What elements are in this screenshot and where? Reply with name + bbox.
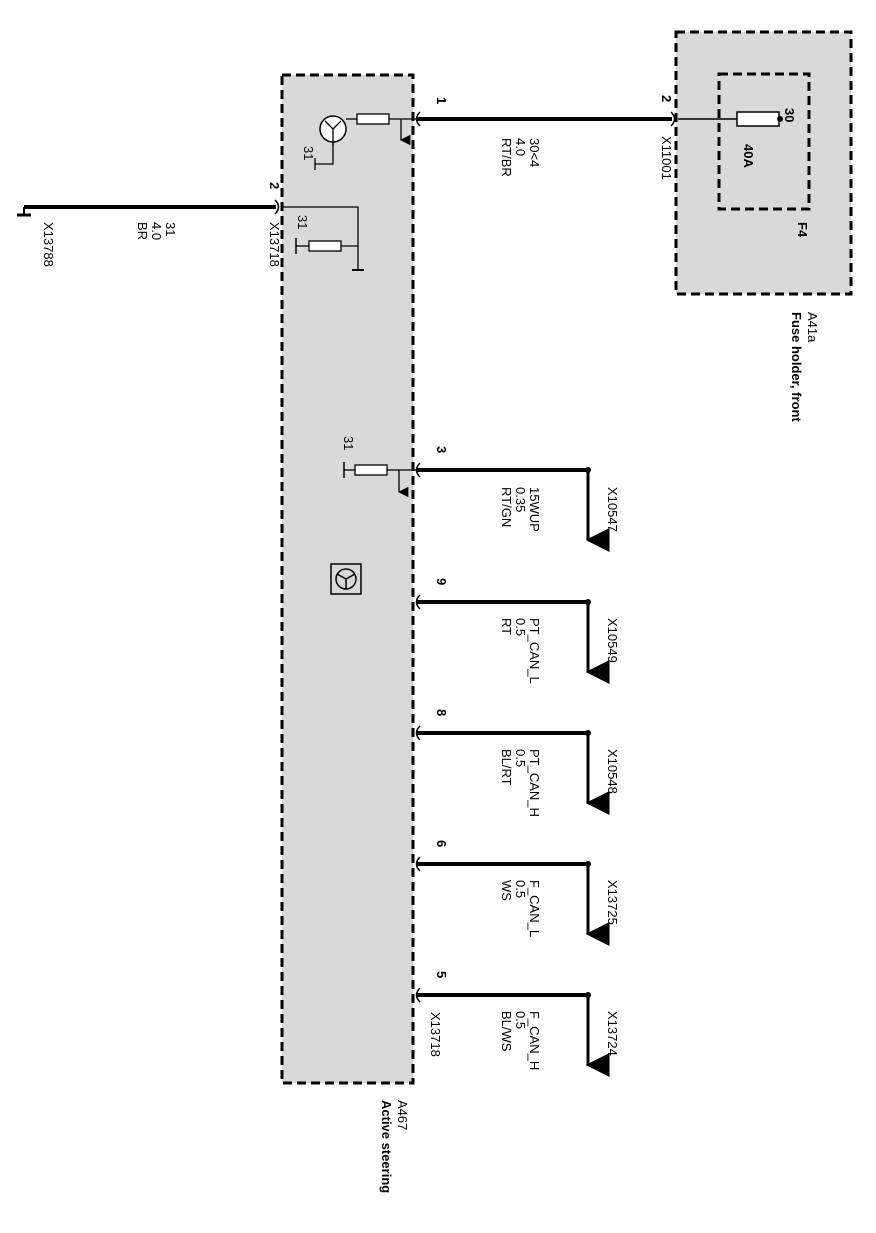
pin-8-terminal-dot: [585, 730, 591, 736]
pin-3-terminal-dot: [585, 467, 591, 473]
pin-2-internal: [282, 206, 359, 270]
pin-3-color: RT/GN: [499, 487, 514, 527]
pin-9-color: RT: [499, 618, 514, 635]
pin-5-signal: F_CAN_H: [527, 1011, 542, 1070]
fuse-holder-name: Fuse holder, front: [789, 312, 804, 422]
resistor-r1: [356, 113, 390, 125]
pin-3-connector: X10547: [605, 487, 620, 532]
pin-5-connector-mark: [415, 987, 421, 1003]
fuse-holder-connector: X11001: [659, 136, 674, 180]
resistor-r3: [354, 464, 388, 476]
pin-6-connector: X13725: [605, 880, 620, 925]
pin-2-color: BR: [135, 222, 150, 240]
pin-5-terminal-dot: [585, 992, 591, 998]
pin-9-connector: X10549: [605, 618, 620, 663]
pin-6-color: WS: [499, 880, 514, 901]
module-name: Active steering: [379, 1100, 394, 1193]
pin-8-number: 8: [434, 709, 449, 716]
steering-wheel-spokes: [336, 573, 356, 589]
pin-3-number: 3: [434, 446, 449, 453]
fuse-element: [736, 111, 780, 127]
pin-2-gauge: 4.0: [149, 222, 164, 240]
pin-5-number: 5: [434, 971, 449, 978]
pin-8-color: BL/RT: [499, 749, 514, 786]
pin-9-terminal-dot: [585, 599, 591, 605]
pin-6-gauge: 0.5: [513, 880, 528, 898]
pin-5-connector: X13724: [605, 1011, 620, 1056]
pin-8-signal: PT_CAN_H: [527, 749, 542, 817]
pin-9-signal: PT_CAN_L: [527, 618, 542, 684]
pin-9-number: 9: [434, 578, 449, 585]
pin-6-signal: F_CAN_L: [527, 880, 542, 937]
internal-ground-label-2: 31: [295, 215, 310, 229]
pin-1-color: RT/BR: [499, 138, 514, 177]
pin-9-connector-mark: [415, 594, 421, 610]
transistor-ground-lead: [314, 142, 334, 170]
fuse-holder-pin-number: 2: [659, 95, 674, 102]
fuse-rating: 40A: [741, 144, 756, 168]
module-connector-label: X13718: [428, 1012, 443, 1057]
fuse-terminal-label: 30: [782, 108, 797, 122]
pin-6-terminal-dot: [585, 861, 591, 867]
pin-1-number: 1: [434, 97, 449, 104]
internal-ground-label-1: 31: [301, 146, 316, 160]
resistor-r2: [308, 240, 342, 252]
pin-3-gauge: 0.35: [513, 487, 528, 512]
pin-3-signal: 15WUP: [527, 487, 542, 532]
pin-6-connector-mark: [415, 856, 421, 872]
pin-8-gauge: 0.5: [513, 749, 528, 767]
fuse-f4-box: [717, 72, 811, 211]
pin-5-color: BL/WS: [499, 1011, 514, 1052]
pin-1-signal: 30<4: [527, 138, 542, 167]
module-id: A467: [395, 1100, 410, 1130]
fuse-id: F4: [795, 222, 810, 238]
pin-2-number: 2: [267, 182, 282, 189]
pin-8-connector-mark: [415, 725, 421, 741]
pin-8-connector: X10548: [605, 749, 620, 794]
pin-5-gauge: 0.5: [513, 1011, 528, 1029]
fuse-side-connector-mark: [670, 111, 676, 127]
pin-6-number: 6: [434, 840, 449, 847]
pin-2-connector: X13718: [267, 222, 282, 267]
pin-2-connector-mark: [274, 199, 280, 215]
ground-end-connector: X13788: [41, 222, 56, 267]
pin-9-gauge: 0.5: [513, 618, 528, 636]
fuse-terminal-dot: [777, 116, 783, 122]
pin-1-gauge: 4.0: [513, 138, 528, 156]
internal-ground-label-3: 31: [341, 436, 356, 450]
pin-2-signal: 31: [163, 222, 178, 236]
fuse-holder-id: A41a: [805, 312, 820, 343]
